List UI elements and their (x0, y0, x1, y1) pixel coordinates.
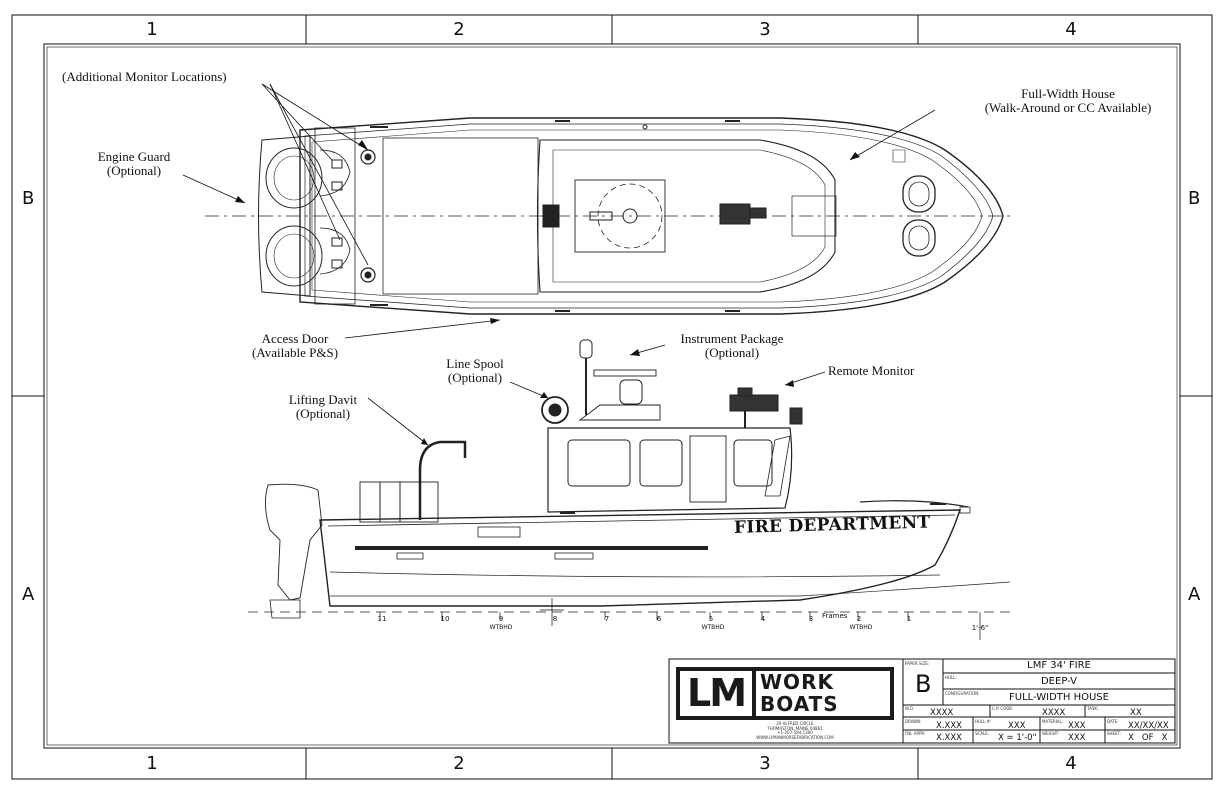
inner-border (43, 43, 1181, 749)
date-label: DATE: (1107, 719, 1119, 724)
weight-value: XXX (1068, 733, 1086, 743)
frames-label: Frames (822, 612, 848, 620)
callout-full-width-house-note: (Walk-Around or CC Available) (984, 100, 1152, 115)
callout-lifting-davit-title: Lifting Davit (288, 392, 358, 407)
hull-no-label: HULL #: (975, 719, 992, 724)
zone-col-1-bottom: 1 (146, 753, 158, 774)
address-line-3: +1-207-594-1300 (777, 730, 813, 735)
callout-remote-monitor: Remote Monitor (828, 363, 915, 378)
frame-9: 9 (498, 615, 504, 623)
wtbhd-9: WTBHD (489, 624, 513, 631)
logo-mark (676, 667, 894, 720)
callout-access-door: Access Door (Available P&S) (244, 332, 346, 360)
task-label: TASK: (1087, 706, 1099, 711)
zone-col-4-top: 4 (1065, 19, 1077, 40)
zone-col-3-top: 3 (759, 19, 771, 40)
callout-monitor-locations: (Additional Monitor Locations) (62, 69, 227, 84)
callout-full-width-house: Full-Width House (Walk-Around or CC Avai… (966, 87, 1170, 115)
callout-engine-guard-title: Engine Guard (97, 149, 171, 164)
plan-arrowheads (235, 140, 860, 324)
weight-label: WEIGHT: (1042, 731, 1060, 736)
frame-5: 5 (708, 615, 714, 623)
callout-access-door-note: (Available P&S) (251, 345, 339, 360)
scale-value: X = 1'-0" (998, 733, 1037, 743)
frame-3: 3 (808, 615, 814, 623)
title-block-frame (668, 658, 1176, 744)
cp-value: XXXX (1042, 708, 1066, 718)
zone-col-4-bottom: 4 (1065, 753, 1077, 774)
zone-col-3-bottom: 3 (759, 753, 771, 774)
wo-label: W.O. (905, 706, 915, 711)
callout-engine-guard-note: (Optional) (106, 163, 162, 178)
material-value: XXX (1068, 721, 1086, 731)
frame-6: 6 (656, 615, 662, 623)
material-label: MATERIAL: (1042, 719, 1064, 724)
profile-view (248, 339, 1011, 619)
final-approval-value: X.XXX (936, 733, 962, 743)
zone-row-a-left: A (22, 584, 35, 605)
frame-7: 7 (604, 615, 610, 623)
zone-row-b-left: B (22, 188, 35, 209)
wtbhd-5: WTBHD (701, 624, 725, 631)
logo-address: 29 ALFRED CIRCLE THOMASTON, MAINE 04861 … (740, 721, 850, 740)
zone-col-2-bottom: 2 (453, 753, 465, 774)
inner-border-2 (46, 46, 1178, 746)
callout-line-spool-note: (Optional) (447, 370, 503, 385)
callout-lifting-davit-note: (Optional) (295, 406, 351, 421)
address-line-1: 29 ALFRED CIRCLE (776, 721, 814, 726)
frame-4: 4 (760, 615, 766, 623)
callout-instrument-package: Instrument Package (Optional) (664, 332, 800, 360)
final-approval-label: FNL APPR: (905, 731, 926, 736)
cp-label: C.P. CODE: (992, 706, 1014, 711)
paper-size-label: PAPER SIZE: (905, 661, 930, 666)
hull-type: DEEP-V (1040, 676, 1077, 687)
frame-11: 11 (377, 615, 387, 623)
callout-line-spool-title: Line Spool (446, 356, 504, 371)
zone-col-1-top: 1 (146, 19, 158, 40)
callout-lifting-davit: Lifting Davit (Optional) (280, 393, 366, 421)
callout-instrument-package-note: (Optional) (704, 345, 760, 360)
sheet-value: X OF X (1128, 733, 1168, 743)
drawn-label: DRAWN: (905, 719, 922, 724)
callout-line-spool: Line Spool (Optional) (440, 357, 510, 385)
hull-no-value: XXX (1008, 721, 1026, 731)
callout-engine-guard: Engine Guard (Optional) (84, 150, 184, 178)
paper-size: B (915, 670, 932, 698)
date-value: XX/XX/XX (1128, 721, 1169, 731)
plan-view (205, 117, 1010, 315)
zone-col-2-top: 2 (453, 19, 465, 40)
frame-2: 2 (856, 615, 862, 623)
configuration: FULL-WIDTH HOUSE (1009, 692, 1109, 703)
frame-dimension: 1'-6" (971, 624, 989, 632)
zone-row-a-right: A (1188, 584, 1201, 605)
callout-full-width-house-title: Full-Width House (1021, 86, 1115, 101)
frame-1: 1 (906, 615, 912, 623)
configuration-label: CONFIGURATION: (945, 691, 980, 696)
callout-instrument-package-title: Instrument Package (680, 331, 784, 346)
sheet-label: SHEET: (1107, 731, 1121, 736)
logo-letters: LM (686, 671, 747, 715)
drawn-value: X.XXX (936, 721, 962, 731)
zone-row-b-right: B (1188, 188, 1201, 209)
address-line-4: WWW.LYMANMORSEFABRICATION.COM (756, 734, 834, 740)
wtbhd-2: WTBHD (849, 624, 873, 631)
profile-arrowheads (421, 349, 794, 445)
address-line-2: THOMASTON, MAINE 04861 (767, 725, 823, 731)
logo-line-2: BOATS (760, 692, 839, 716)
hull-label: HULL: (945, 675, 957, 680)
task-value: XX (1130, 708, 1142, 718)
frame-8: 8 (552, 615, 558, 623)
callout-access-door-title: Access Door (261, 331, 329, 346)
wo-value: XXXX (930, 708, 954, 718)
frame-10: 10 (440, 615, 450, 623)
logo-line-1: WORK (760, 670, 834, 694)
plan-leaders (182, 83, 936, 339)
drawing-title: LMF 34' FIRE (1027, 660, 1091, 671)
frame-ticks (379, 598, 981, 640)
scale-label: SCALE: (975, 731, 990, 736)
